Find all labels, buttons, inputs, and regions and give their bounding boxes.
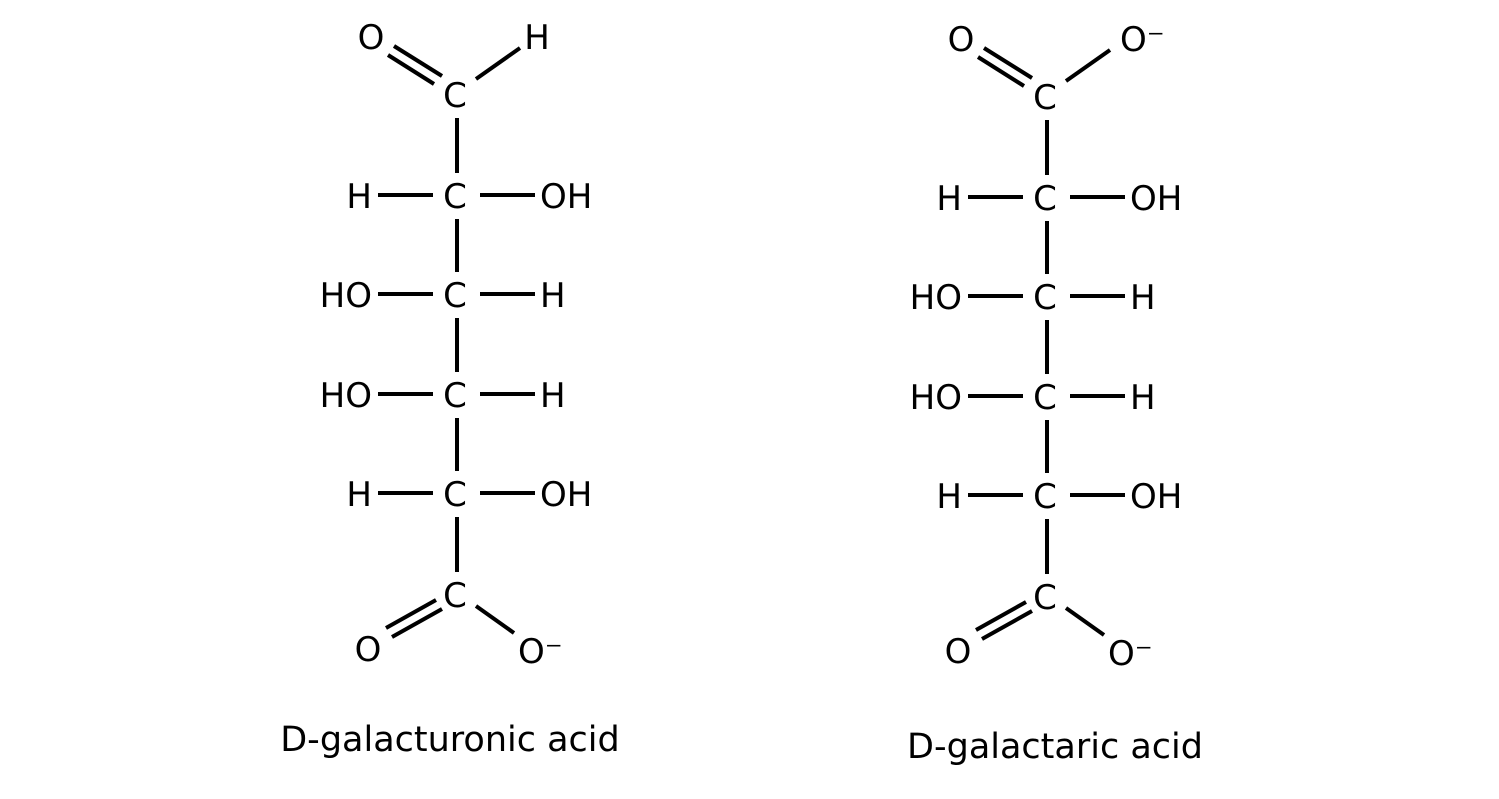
left-substituent: H	[346, 475, 372, 515]
right-substituent: OH	[1130, 477, 1182, 517]
left-substituent: HO	[320, 276, 372, 316]
double-bond	[982, 46, 1034, 80]
carbon-atom: C	[443, 76, 467, 116]
carbon-atom: C	[1033, 179, 1057, 219]
double-bond	[975, 600, 1027, 632]
right-substituent: OH	[540, 177, 592, 217]
top-left-atom: O	[948, 20, 975, 60]
single-bond	[474, 604, 516, 635]
carbon-atom: C	[1033, 278, 1057, 318]
carbon-atom: C	[1033, 78, 1057, 118]
top-right-atom: O⁻	[1120, 20, 1165, 60]
left-substituent: HO	[910, 278, 962, 318]
carbon-atom: C	[443, 475, 467, 515]
double-bond	[386, 53, 436, 86]
left-substituent: H	[936, 477, 962, 517]
molecule-caption: D-galactaric acid	[907, 727, 1203, 767]
right-substituent: OH	[1130, 179, 1182, 219]
carbon-atom: C	[443, 576, 467, 616]
right-substituent: H	[540, 276, 566, 316]
top-right-atom: H	[524, 18, 550, 58]
double-bond	[976, 55, 1026, 88]
right-substituent: H	[1130, 278, 1156, 318]
bottom-left-atom: O	[945, 632, 972, 672]
carbon-atom: C	[1033, 578, 1057, 618]
single-bond	[1064, 48, 1112, 83]
left-substituent: H	[346, 177, 372, 217]
carbon-atom: C	[1033, 378, 1057, 418]
double-bond	[392, 44, 444, 78]
bottom-right-atom: O⁻	[518, 632, 563, 672]
bottom-right-atom: O⁻	[1108, 634, 1153, 674]
right-substituent: H	[540, 376, 566, 416]
double-bond	[981, 609, 1033, 641]
carbon-atom: C	[443, 177, 467, 217]
left-substituent: H	[936, 179, 962, 219]
carbon-atom: C	[443, 276, 467, 316]
top-left-atom: O	[358, 18, 385, 58]
left-substituent: HO	[910, 378, 962, 418]
molecule-caption: D-galacturonic acid	[280, 720, 620, 760]
bottom-left-atom: O	[355, 630, 382, 670]
single-bond	[474, 46, 522, 81]
carbon-atom: C	[1033, 477, 1057, 517]
single-bond	[1064, 606, 1106, 637]
right-substituent: OH	[540, 475, 592, 515]
left-substituent: HO	[320, 376, 372, 416]
carbon-atom: C	[443, 376, 467, 416]
right-substituent: H	[1130, 378, 1156, 418]
double-bond	[385, 598, 437, 630]
double-bond	[391, 607, 443, 639]
